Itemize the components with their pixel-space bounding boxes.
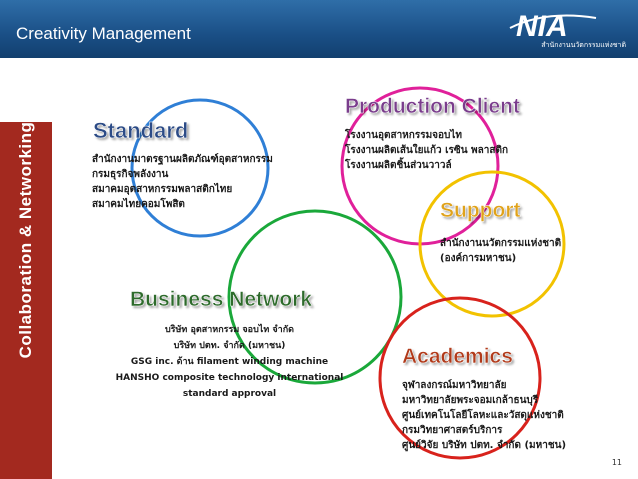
list-item: ศูนย์วิจัย บริษัท ปตท. จำกัด (มหาชน) (402, 440, 567, 451)
business-network-list: บริษัท อุตสาหกรรม จอบไท จำกัด บริษัท ปตท… (107, 322, 352, 402)
support-heading: Support (440, 199, 521, 223)
standard-heading: Standard (93, 118, 189, 144)
list-item: สมาคมไทยคอมโพสิต (92, 199, 185, 210)
list-item: ศูนย์เทคโนโลยีโลหะและวัสดุแห่งชาติ (402, 410, 564, 421)
list-item: บริษัท อุตสาหกรรม จอบไท จำกัด (164, 325, 295, 335)
header-banner: Creativity Management NIA สำนักงานนวัตกร… (0, 0, 638, 58)
business-network-heading: Business Network (130, 288, 313, 312)
page-number: 11 (611, 458, 622, 467)
logo-subtext: สำนักงานนวัตกรรมแห่งชาติ (541, 41, 626, 49)
list-item: (องค์การมหาชน) (440, 253, 517, 264)
nia-logo: NIA (509, 10, 597, 43)
ring-green (227, 209, 403, 385)
list-item: กรมธุรกิจพลังงาน (92, 169, 169, 180)
ring-yellow (418, 170, 566, 318)
list-item: โรงงานอุตสาหกรรมจอบไท (345, 130, 462, 141)
academics-heading: Academics (402, 345, 513, 369)
production-client-heading: Production Client (345, 95, 521, 119)
academics-list: จุฬาลงกรณ์มหาวิทยาลัย มหาวิทยาลัยพระจอมเ… (402, 378, 566, 453)
list-item: โรงงานผลิตเส้นใยแก้ว เรซิน พลาสติก (345, 145, 509, 156)
list-item: GSG inc. ด้าน filament winding machine (130, 357, 329, 367)
list-item: โรงงานผลิตชิ้นส่วนวาวล์ (345, 160, 452, 171)
list-item: มหาวิทยาลัยพระจอมเกล้าธนบุรี (402, 395, 539, 406)
list-item: สำนักงานมาตรฐานผลิตภัณฑ์อุตสาหกรรม (92, 154, 273, 165)
list-item: HANSHO composite technology internationa… (115, 373, 344, 383)
sidebar-band (0, 122, 52, 479)
list-item: จุฬาลงกรณ์มหาวิทยาลัย (402, 380, 507, 391)
list-item: standard approval (182, 389, 277, 399)
support-list: สำนักงานนวัตกรรมแห่งชาติ (องค์การมหาชน) (440, 236, 561, 266)
list-item: สมาคมอุตสาหกรรมพลาสติกไทย (92, 184, 233, 195)
standard-list: สำนักงานมาตรฐานผลิตภัณฑ์อุตสาหกรรม กรมธุ… (92, 152, 273, 212)
production-client-list: โรงงานอุตสาหกรรมจอบไท โรงงานผลิตเส้นใยแก… (345, 128, 508, 173)
ring-blue (130, 98, 270, 238)
list-item: สำนักงานนวัตกรรมแห่งชาติ (440, 238, 562, 249)
list-item: บริษัท ปตท. จำกัด (มหาชน) (173, 341, 286, 351)
ring-red (378, 296, 542, 460)
page-title: Creativity Management (16, 24, 191, 43)
list-item: กรมวิทยาศาสตร์บริการ (402, 425, 503, 436)
